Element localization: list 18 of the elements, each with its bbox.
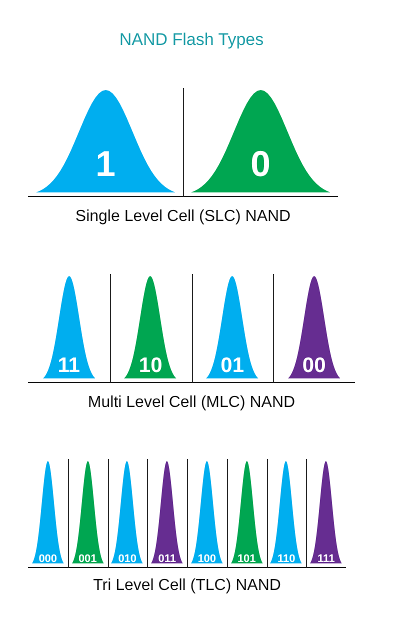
bit-value: 111 <box>316 554 336 565</box>
bit-value: 110 <box>276 554 296 565</box>
bit-value: 000 <box>38 554 58 565</box>
bit-value: 001 <box>77 554 98 565</box>
title: NAND Flash Types <box>118 30 265 50</box>
caption: Tri Level Cell (TLC) NAND <box>93 577 281 594</box>
bit-value: 00 <box>301 355 327 376</box>
bit-value: 0 <box>249 146 272 182</box>
bit-value: 11 <box>56 355 81 376</box>
bit-value: 011 <box>157 554 177 565</box>
bit-value: 100 <box>196 554 218 565</box>
bit-value: 010 <box>117 554 138 565</box>
caption: Multi Level Cell (MLC) NAND <box>88 394 296 411</box>
caption: Single Level Cell (SLC) NAND <box>75 208 291 225</box>
bit-value: 1 <box>94 146 117 182</box>
bit-value: 10 <box>138 355 164 376</box>
bit-value: 01 <box>220 355 246 376</box>
bit-value: 101 <box>236 554 257 565</box>
